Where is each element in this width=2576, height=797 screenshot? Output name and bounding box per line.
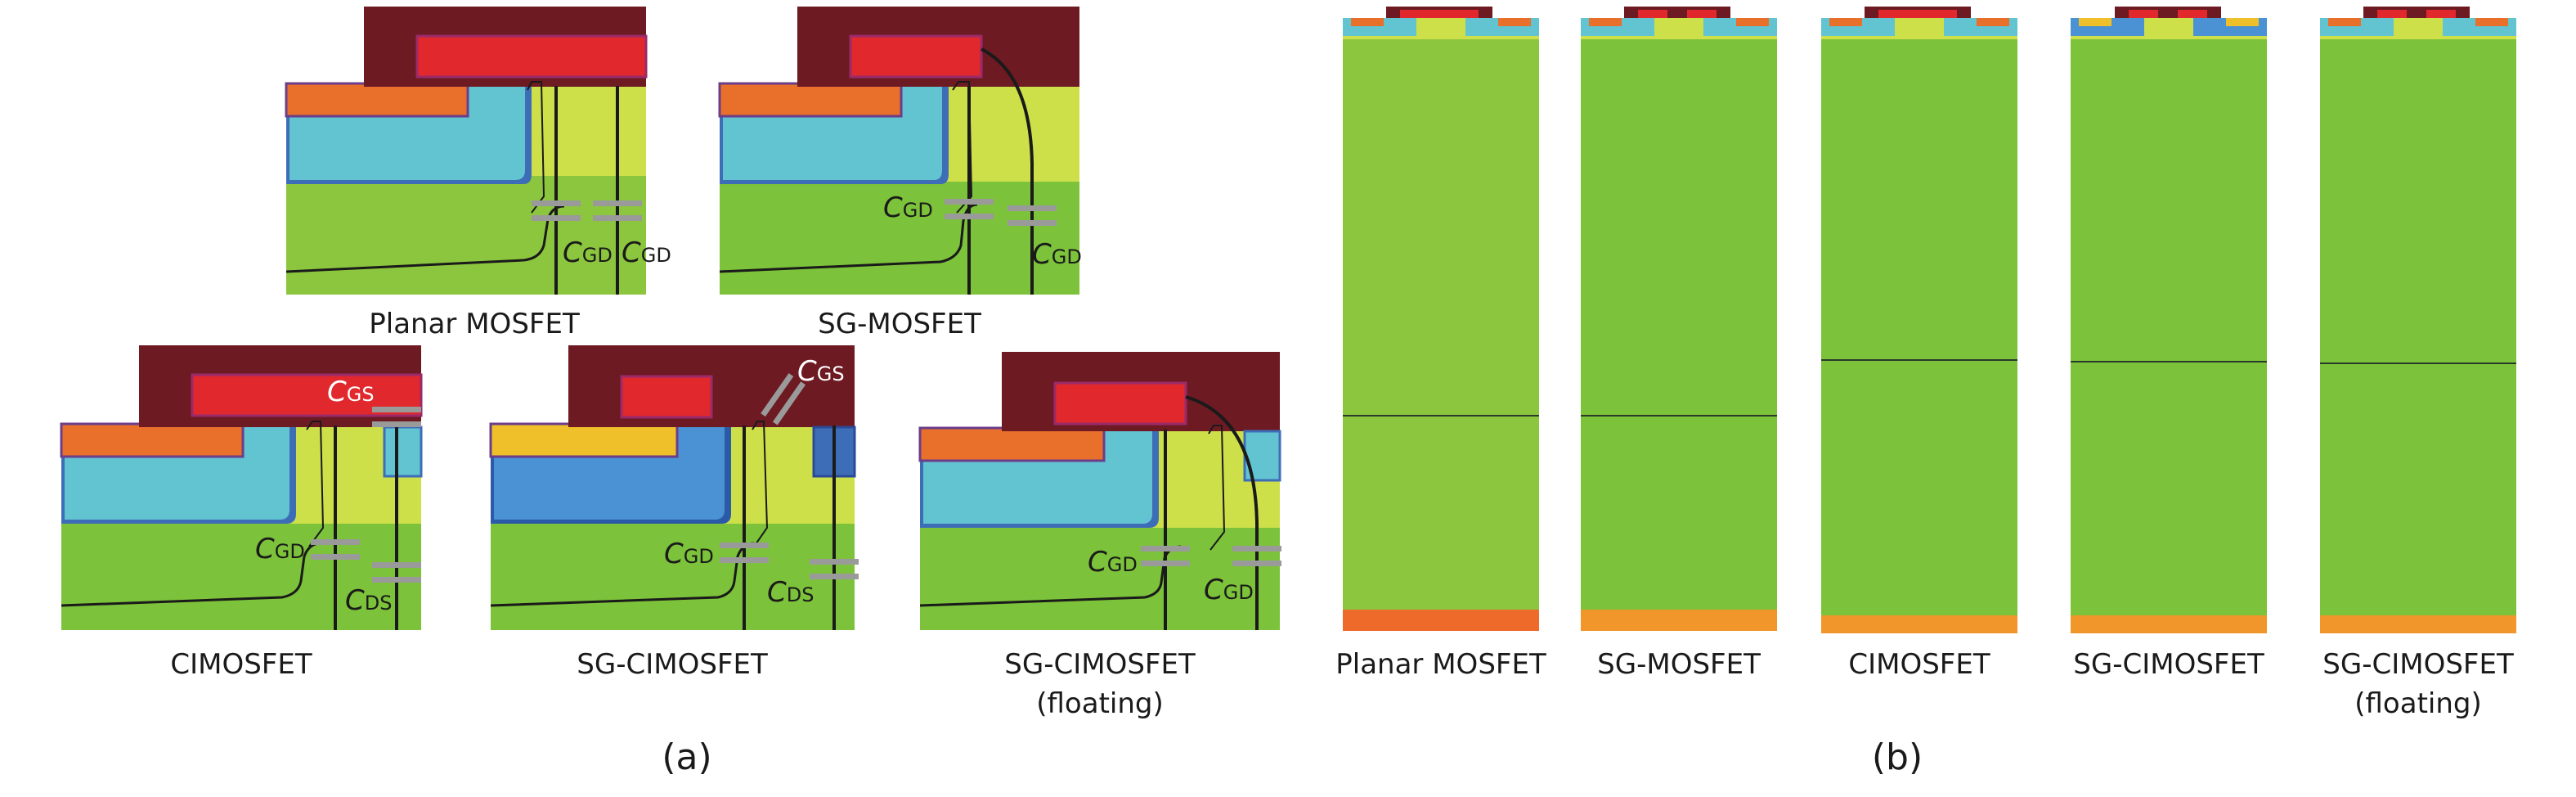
label-planar-mosfet: Planar MOSFET (369, 308, 580, 340)
label-sg-mosfet: SG-MOSFET (818, 308, 981, 340)
label-sg-cimosfet: SG-CIMOSFET (577, 648, 768, 681)
label-sg-cimosfet-floating-sub: (floating) (1036, 687, 1164, 720)
cap-label-cgd: CGD (563, 236, 613, 269)
svg-text:CGD: CGD (255, 533, 305, 565)
svg-text:CGD: CGD (664, 538, 714, 570)
svg-text:CGD: CGD (1204, 574, 1254, 606)
svg-text:CGS: CGS (327, 376, 375, 408)
svg-text:CGD: CGD (1088, 546, 1138, 579)
cap-label-cgd-2: CGD (1204, 574, 1254, 606)
label-b-sg-cimosfet: SG-CIMOSFET (2073, 648, 2264, 681)
cap-label-cgd: CGD (1088, 546, 1138, 579)
full-device-sg (1581, 7, 1777, 631)
cross-section-sg: CGD CGD (718, 7, 1082, 295)
cross-section-ci: CGS CGD CDS (60, 345, 423, 630)
cross-section-planar: CGD CGD (285, 7, 671, 295)
label-b-cimosfet: CIMOSFET (1848, 648, 1990, 681)
svg-text:CGD: CGD (622, 236, 671, 269)
svg-text:CDS: CDS (345, 584, 392, 617)
full-device-ci (1821, 7, 2017, 633)
panel-label-b: (b) (1871, 736, 1923, 778)
cross-section-sgci-floating: CGD CGD (918, 352, 1281, 630)
cap-label-cgd: CGD (255, 533, 305, 565)
svg-text:CGD: CGD (1032, 238, 1082, 271)
svg-text:CDS: CDS (767, 576, 814, 609)
svg-text:CGD: CGD (883, 191, 933, 224)
cap-label-cgd-2: CGD (1032, 238, 1082, 271)
cap-label-cds: CDS (767, 576, 814, 609)
cap-label-cgs: CGS (797, 355, 845, 388)
label-b-sg-cimosfet-floating: SG-CIMOSFET (2322, 648, 2514, 681)
full-device-sgci-floating (2320, 7, 2516, 633)
label-b-sg-cimosfet-floating-sub: (floating) (2354, 687, 2482, 720)
cross-section-sgci: CGS CGD CDS (489, 345, 859, 630)
label-b-sg-mosfet: SG-MOSFET (1597, 648, 1761, 681)
cap-label-cgd-2: CGD (622, 236, 671, 269)
cap-label-cgd: CGD (664, 538, 714, 570)
cap-label-cgd: CGD (883, 191, 933, 224)
full-device-planar (1343, 7, 1539, 631)
label-b-planar-mosfet: Planar MOSFET (1335, 648, 1546, 681)
cap-label-cds: CDS (345, 584, 392, 617)
panel-label-a: (a) (662, 736, 712, 778)
svg-text:CGS: CGS (797, 355, 845, 388)
full-device-sgci (2071, 7, 2267, 633)
label-sg-cimosfet-floating: SG-CIMOSFET (1004, 648, 1196, 681)
label-cimosfet: CIMOSFET (170, 648, 312, 681)
svg-text:CGD: CGD (563, 236, 613, 269)
cap-label-cgs: CGS (327, 376, 375, 408)
